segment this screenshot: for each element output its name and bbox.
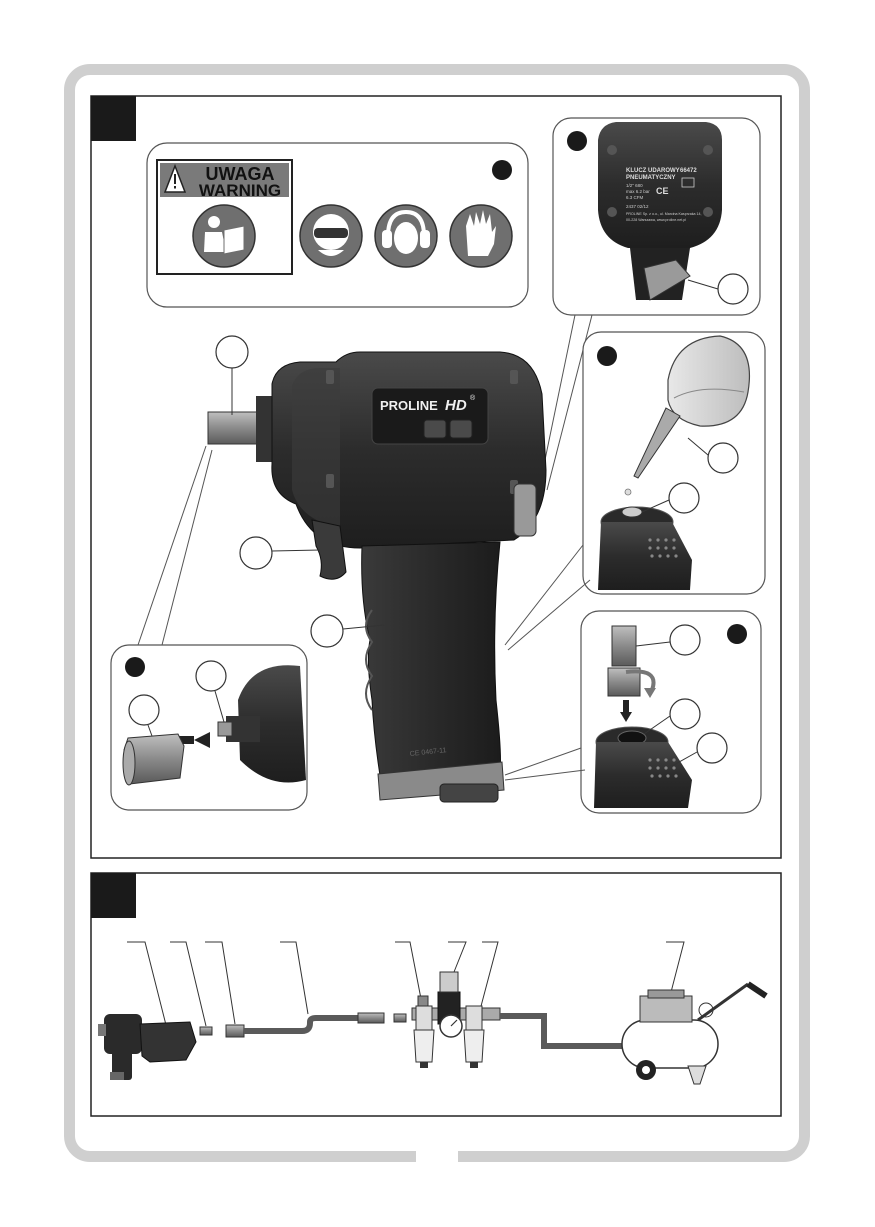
- brand-mark: ®: [470, 394, 476, 402]
- plate-line2: PNEUMATYCZNY: [626, 175, 676, 181]
- plate-line1: KLUCZ UDAROWY: [626, 168, 680, 174]
- plate-batch: 2437 02/12: [626, 204, 649, 209]
- warning-line2: WARNING: [199, 181, 281, 200]
- callout-circle: [669, 483, 699, 513]
- air-compressor: [622, 984, 766, 1084]
- plate-address: 00-228 Warszawa, www.proline.net.pl: [626, 218, 686, 222]
- callout-circle: [196, 661, 226, 691]
- callout-circle: [216, 336, 248, 368]
- brand-suffix: HD: [445, 397, 467, 414]
- plate-spec3: 6.3 CFM: [626, 195, 644, 200]
- safety-panel: UWAGA WARNING: [147, 143, 528, 307]
- ear-protection-icon: [375, 205, 437, 267]
- quick-coupler: [226, 1025, 244, 1037]
- callout-circle: [129, 695, 159, 725]
- plate-spec1: 1/2" 680: [626, 183, 643, 188]
- callout-circle: [708, 443, 738, 473]
- callout-circle: [670, 625, 700, 655]
- air-hose: [244, 1018, 358, 1031]
- panel-badge-5: [125, 657, 145, 677]
- socket-panel: [111, 645, 307, 810]
- callout-circle: [670, 699, 700, 729]
- callout-circle: [240, 537, 272, 569]
- callout-circle: [311, 615, 343, 647]
- nipple-fitting: [200, 1027, 212, 1035]
- fitting-panel: [581, 611, 761, 813]
- section-2-badge: [91, 873, 136, 918]
- oil-panel: [583, 332, 765, 594]
- warning-sign: UWAGA WARNING: [157, 160, 292, 274]
- panel-badge: [492, 160, 512, 180]
- plate-company: PROLINE Sp. z o.o., ul. Marcina Kasprzak…: [626, 212, 702, 216]
- small-impact-wrench: [98, 1014, 196, 1080]
- panel-badge-2: [567, 131, 587, 151]
- air-hose: [500, 1016, 628, 1046]
- callout-circle: [718, 274, 748, 304]
- callout-circle: [697, 733, 727, 763]
- plate-model: 66472: [680, 168, 697, 174]
- rating-plate-panel: KLUCZ UDAROWY PNEUMATYCZNY 66472 1/2" 68…: [553, 118, 760, 315]
- panel-badge-3: [597, 346, 617, 366]
- air-fitting: [612, 626, 636, 666]
- filter-regulator-lubricator: [412, 972, 500, 1068]
- read-manual-icon: [193, 205, 255, 267]
- gloves-icon: [450, 205, 512, 267]
- section-1-badge: [91, 96, 136, 141]
- brand-name: PROLINE: [380, 398, 438, 413]
- plate-ce: CE: [656, 186, 669, 196]
- square-drive: [208, 412, 258, 444]
- plate-spec2: max 6.2 bar: [626, 189, 650, 194]
- safety-goggles-icon: [300, 205, 362, 267]
- assembly-leaders: [127, 942, 684, 1026]
- panel-badge-4: [727, 624, 747, 644]
